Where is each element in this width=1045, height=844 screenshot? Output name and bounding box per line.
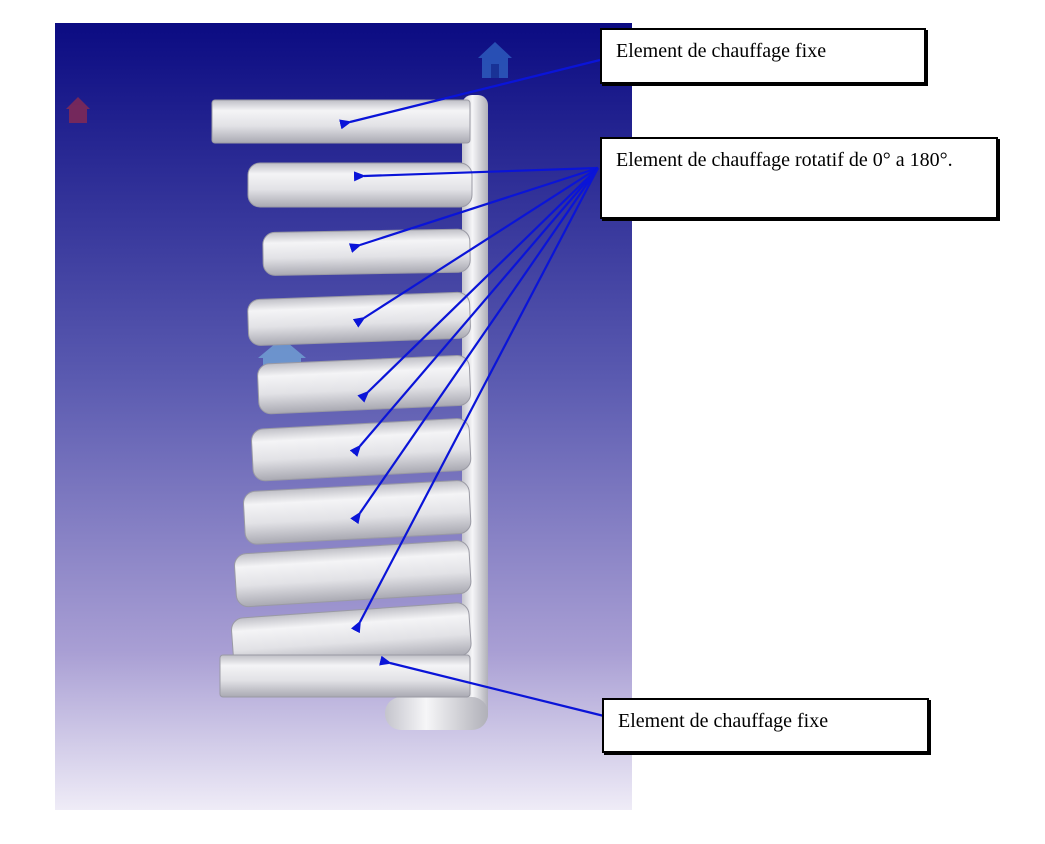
label-fixed-top: Element de chauffage fixe: [600, 28, 926, 84]
pointer-arrow: [352, 167, 599, 328]
pointer-arrow: [357, 167, 599, 403]
label-rotating: Element de chauffage rotatif de 0° a 180…: [600, 137, 998, 219]
house-icon: [66, 97, 90, 123]
pointer-arrows: [339, 58, 605, 718]
pointer-arrow: [349, 167, 599, 457]
pointer-arrow: [350, 167, 599, 525]
pointer-arrow: [339, 58, 601, 130]
base-foot: [385, 697, 488, 730]
house-icon: [478, 42, 512, 78]
label-fixed-bottom: Element de chauffage fixe: [602, 698, 929, 753]
pointer-arrow: [348, 166, 599, 253]
rotating-heating-element: [247, 291, 471, 346]
rotating-heating-element: [257, 355, 472, 415]
rotating-heating-element: [243, 480, 472, 545]
pointer-arrow: [353, 166, 599, 182]
pointer-arrow: [350, 167, 599, 634]
rotating-heating-element: [234, 540, 472, 608]
fixed-heating-element: [211, 99, 471, 144]
fixed-heating-element: [219, 654, 471, 698]
rotating-heating-element: [247, 162, 473, 208]
pointer-arrow: [379, 655, 605, 718]
radiator: [211, 95, 488, 730]
